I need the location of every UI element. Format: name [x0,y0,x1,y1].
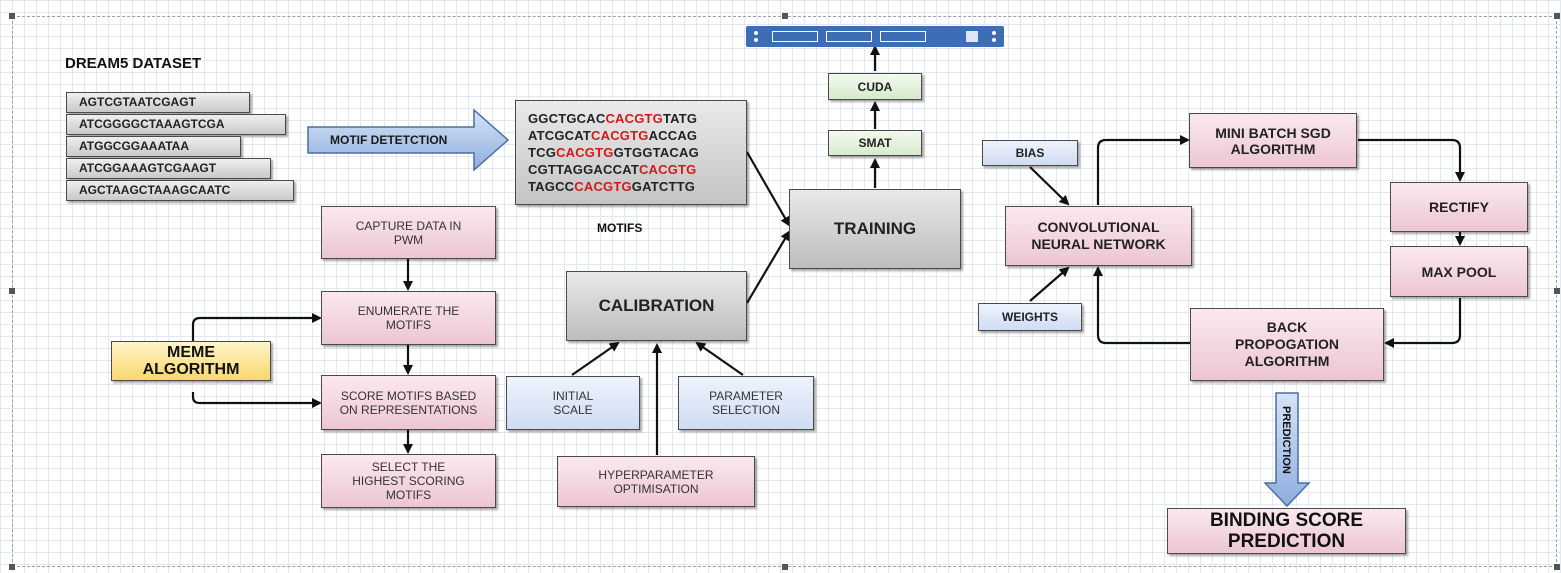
meme-algorithm-node[interactable]: MEME ALGORITHM [111,341,271,381]
smat-node[interactable]: SMAT [828,130,922,156]
rectify-node[interactable]: RECTIFY [1390,182,1528,232]
resize-handle[interactable] [1554,564,1560,570]
mini-batch-sgd-node[interactable]: MINI BATCH SGD ALGORITHM [1189,113,1357,168]
resize-handle[interactable] [9,13,15,19]
motif-detection-arrow [307,108,510,172]
calibration-node[interactable]: CALIBRATION [566,271,747,341]
sequence-item: AGCTAAGCTAAAGCAATC [66,180,294,201]
resize-handle[interactable] [782,564,788,570]
motifs-box: GGCTGCACCACGTGTATG ATCGCATCACGTGACCAG TC… [515,100,747,205]
cuda-node[interactable]: CUDA [828,73,922,100]
capture-pwm-node[interactable]: CAPTURE DATA IN PWM [321,206,496,259]
select-motifs-node[interactable]: SELECT THE HIGHEST SCORING MOTIFS [321,454,496,508]
resize-handle[interactable] [782,13,788,19]
prediction-arrow [1263,392,1311,508]
sequence-item: AGTCGTAATCGAGT [66,92,250,113]
binding-score-prediction-node[interactable]: BINDING SCORE PREDICTION [1167,508,1406,554]
hyperparameter-node[interactable]: HYPERPARAMETER OPTIMISATION [557,456,755,507]
parameter-selection-node[interactable]: PARAMETER SELECTION [678,376,814,430]
bias-node[interactable]: BIAS [982,140,1078,166]
resize-handle[interactable] [9,288,15,294]
motif-line: CGTTAGGACCATCACGTG [528,162,697,177]
resize-handle[interactable] [9,564,15,570]
score-motifs-node[interactable]: SCORE MOTIFS BASED ON REPRESENTATIONS [321,375,496,430]
enumerate-motifs-node[interactable]: ENUMERATE THE MOTIFS [321,291,496,345]
training-node[interactable]: TRAINING [789,189,961,269]
sequence-item: ATGGCGGAAATAA [66,136,241,157]
sequence-item: ATCGGAAAGTCGAAGT [66,158,271,179]
initial-scale-node[interactable]: INITIAL SCALE [506,376,640,430]
cnn-node[interactable]: CONVOLUTIONAL NEURAL NETWORK [1005,206,1192,266]
motif-line: GGCTGCACCACGTGTATG [528,111,698,126]
motifs-caption: MOTIFS [597,221,643,235]
back-propagation-node[interactable]: BACK PROPOGATION ALGORITHM [1190,308,1384,381]
motif-detection-label: MOTIF DETETCTION [330,133,448,147]
motif-line: TAGCCCACGTGGATCTTG [528,179,696,194]
prediction-label: PREDICTION [1280,406,1292,474]
sequence-item: ATCGGGGCTAAAGTCGA [66,114,286,135]
toolbar-strip-icon[interactable] [746,26,1004,47]
dataset-title: DREAM5 DATASET [65,55,202,72]
weights-node[interactable]: WEIGHTS [978,303,1082,331]
motif-line: ATCGCATCACGTGACCAG [528,128,698,143]
motif-line: TCGCACGTGGTGGTACAG [528,145,699,160]
resize-handle[interactable] [1554,13,1560,19]
resize-handle[interactable] [1554,288,1560,294]
max-pool-node[interactable]: MAX POOL [1390,246,1528,297]
